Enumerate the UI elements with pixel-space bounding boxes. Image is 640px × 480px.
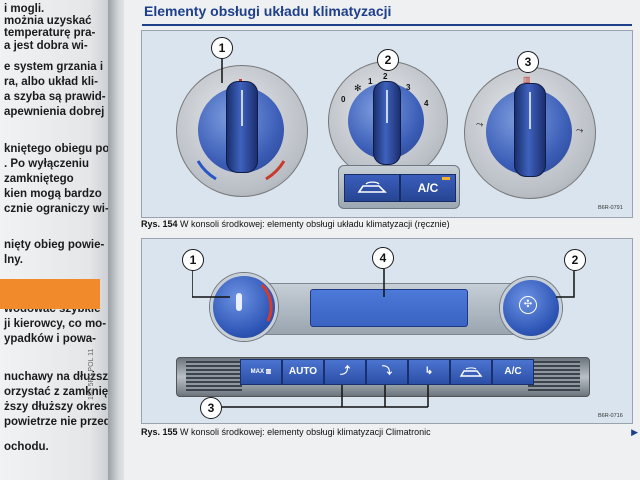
left-page-line: lny.: [4, 253, 23, 268]
climatronic-display: [310, 289, 468, 327]
left-page-line: ochodu.: [4, 440, 49, 455]
left-page-line: ypadków i powa-: [4, 332, 96, 347]
figure-154-caption-label: Rys. 154: [141, 219, 178, 229]
left-page-line: apewnienia dobrej: [4, 105, 104, 120]
left-page-line: orzystać z zamknię-: [4, 385, 112, 400]
fan-scale-4: 4: [424, 99, 428, 108]
left-page-line: . Po wyłączeniu: [4, 157, 89, 172]
air-lower-button[interactable]: ↳: [408, 359, 450, 385]
air-distribution-upper-icon: ⤵: [382, 366, 392, 377]
left-page-line: ji kierowcy, co mo-: [4, 317, 106, 332]
figure-155-panel: ✣ 1 4 2 MAX ▥ AUTO ⤴ ⤵ ↳ A/C 3: [141, 238, 633, 424]
auto-label: AUTO: [289, 366, 317, 377]
figure-154-caption: Rys. 154 W konsoli środkowej: elementy o…: [141, 219, 450, 229]
left-page-line: powietrze nie przed-: [4, 415, 112, 430]
defrost-windshield-icon: ⤴: [340, 366, 350, 377]
air-distribution-lower-icon: ↳: [425, 366, 433, 377]
defrost-max-icon: ▥: [266, 369, 272, 375]
max-defrost-button[interactable]: MAX ▥: [240, 359, 282, 385]
ac-indicator-light: [442, 177, 450, 180]
figure-155-caption-label: Rys. 155: [141, 427, 178, 437]
seat-upper-icon: ⤳: [476, 119, 483, 130]
left-page-line: cznie ograniczy wi-: [4, 202, 109, 217]
max-label: MAX: [251, 369, 264, 375]
callout-4-leader: [382, 269, 386, 297]
figure-154-panel: 1 0 1 2 3 4 ✻ 2 A/C ▥ ⤳ ⤳ 3 B6: [141, 30, 633, 218]
recirculation-button[interactable]: [450, 359, 492, 385]
right-vent-slats: [528, 361, 580, 391]
figure-154-caption-text: W konsoli środkowej: elementy obsługi uk…: [180, 219, 450, 229]
figure-155-caption: Rys. 155 W konsoli środkowej: elementy o…: [141, 427, 431, 437]
callout-1-leader: [220, 59, 224, 83]
ac-button[interactable]: A/C: [492, 359, 534, 385]
fan-dial-icon: ✣: [519, 296, 537, 314]
seat-lower-icon: ⤳: [576, 125, 583, 136]
ac-label: A/C: [504, 366, 521, 377]
left-page-line: nuchawy na dłuższy: [4, 370, 112, 385]
figure-154-code: B6R-0791: [598, 205, 623, 211]
left-page-line: zamkniętego: [4, 172, 74, 187]
left-page-line: a jest dobra wi-: [4, 39, 88, 54]
left-page-line: kien mogą bardzo: [4, 187, 102, 202]
figure-155-code: B6R-0716: [598, 413, 623, 419]
page-title: Elementy obsługi układu klimatyzacji: [144, 3, 391, 19]
callout-2: 2: [377, 49, 399, 71]
left-page-line: nięty obieg powie-: [4, 238, 104, 253]
callout-1-leader: [192, 271, 232, 301]
callout-3-leader: [222, 385, 432, 411]
right-page: Elementy obsługi układu klimatyzacji 1 0…: [124, 0, 640, 480]
air-distribution-knob-grip[interactable]: [514, 83, 546, 177]
left-page-footer: 152 5R1 POL 11: [88, 349, 95, 400]
callout-1: 1: [211, 37, 233, 59]
auto-button[interactable]: AUTO: [282, 359, 324, 385]
fan-knob-grip[interactable]: [373, 81, 401, 165]
callout-3: 3: [517, 51, 539, 73]
callout-1: 1: [182, 249, 204, 271]
thermometer-icon: [236, 293, 242, 311]
left-page-line: a szyba są prawid-: [4, 90, 106, 105]
callout-3: 3: [200, 397, 222, 419]
defrost-windshield-button[interactable]: ⤴: [324, 359, 366, 385]
warning-banner: [0, 279, 100, 309]
title-rule: [142, 24, 632, 26]
left-page-line: ra, albo układ kli-: [4, 75, 98, 90]
car-recirculation-icon: [355, 179, 389, 197]
fan-scale-2: 2: [383, 72, 387, 81]
callout-2: 2: [564, 249, 586, 271]
air-upper-button[interactable]: ⤵: [366, 359, 408, 385]
recirculation-button[interactable]: [344, 174, 400, 202]
temperature-knob-grip[interactable]: [226, 81, 258, 173]
figure-155-caption-text: W konsoli środkowej: elementy obsługi kl…: [180, 427, 431, 437]
button-row: MAX ▥ AUTO ⤴ ⤵ ↳ A/C: [240, 359, 530, 385]
callout-4: 4: [372, 247, 394, 269]
left-page-line: ższy dłuższy okres: [4, 400, 107, 415]
left-page-line: e system grzania i: [4, 60, 103, 75]
callout-2-leader: [556, 271, 576, 301]
next-page-arrow-icon: ▶: [631, 427, 638, 438]
car-recirculation-icon: [458, 365, 484, 379]
ac-button-label: A/C: [418, 181, 439, 195]
fan-scale-0: 0: [341, 95, 345, 104]
left-page-line: kniętego obiegu po-: [4, 142, 112, 157]
